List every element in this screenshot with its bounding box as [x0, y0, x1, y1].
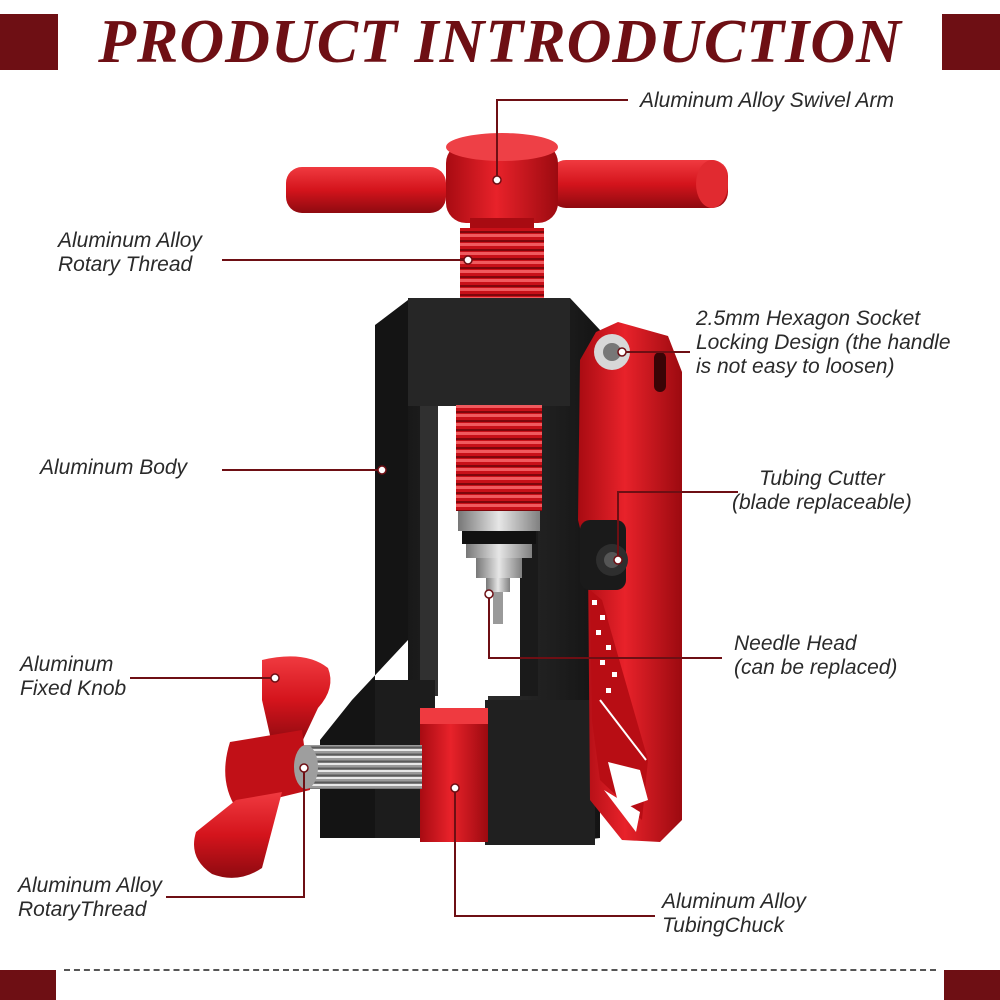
tubing-cutter-handle — [578, 322, 682, 842]
label-line: 2.5mm Hexagon Socket — [696, 307, 921, 330]
rotary-thread-upper — [460, 228, 544, 300]
label-line: Aluminum Alloy — [18, 874, 162, 897]
swivel-arm — [286, 133, 728, 234]
label-line: TubingChuck — [662, 914, 785, 937]
footer-dashed-divider — [64, 969, 936, 971]
label-line: (blade replaceable) — [732, 491, 912, 514]
label-line: Aluminum Alloy — [58, 229, 202, 252]
label-hex-socket: 2.5mm Hexagon Socket Locking Design (the… — [696, 307, 951, 379]
label-tubing-chuck: Aluminum Alloy TubingChuck — [662, 890, 806, 938]
header-bar-right — [942, 14, 1000, 70]
label-line: is not easy to loosen) — [696, 355, 895, 378]
label-line: Aluminum — [20, 653, 114, 676]
label-swivel-arm: Aluminum Alloy Swivel Arm — [640, 89, 894, 112]
label-aluminum-body: Aluminum Body — [40, 456, 188, 479]
label-line: RotaryThread — [18, 898, 147, 921]
lower-thread-needle — [456, 405, 542, 624]
label-line: Needle Head — [734, 632, 857, 655]
label-line: Tubing Cutter — [759, 467, 885, 490]
page-title: PRODUCT INTRODUCTION — [98, 8, 902, 76]
label-line: Rotary Thread — [58, 253, 193, 276]
label-needle-head: Needle Head (can be replaced) — [734, 632, 897, 680]
label-line: Aluminum Alloy — [662, 890, 806, 913]
label-line: (can be replaced) — [734, 656, 898, 679]
header-bar-left — [0, 14, 58, 70]
label-fixed-knob: Aluminum Fixed Knob — [20, 653, 126, 701]
footer-bar-right — [944, 970, 1000, 1000]
label-tubing-cutter: Tubing Cutter (blade replaceable) — [732, 467, 912, 515]
aluminum-body — [320, 298, 600, 845]
label-line: Locking Design (the handle — [696, 331, 951, 354]
rotary-thread-lower — [300, 745, 422, 789]
footer-bar-left — [0, 970, 56, 1000]
label-rotary-thread-bottom: Aluminum Alloy RotaryThread — [18, 874, 162, 922]
label-line: Fixed Knob — [20, 677, 127, 700]
label-rotary-thread-top: Aluminum Alloy Rotary Thread — [58, 229, 202, 277]
